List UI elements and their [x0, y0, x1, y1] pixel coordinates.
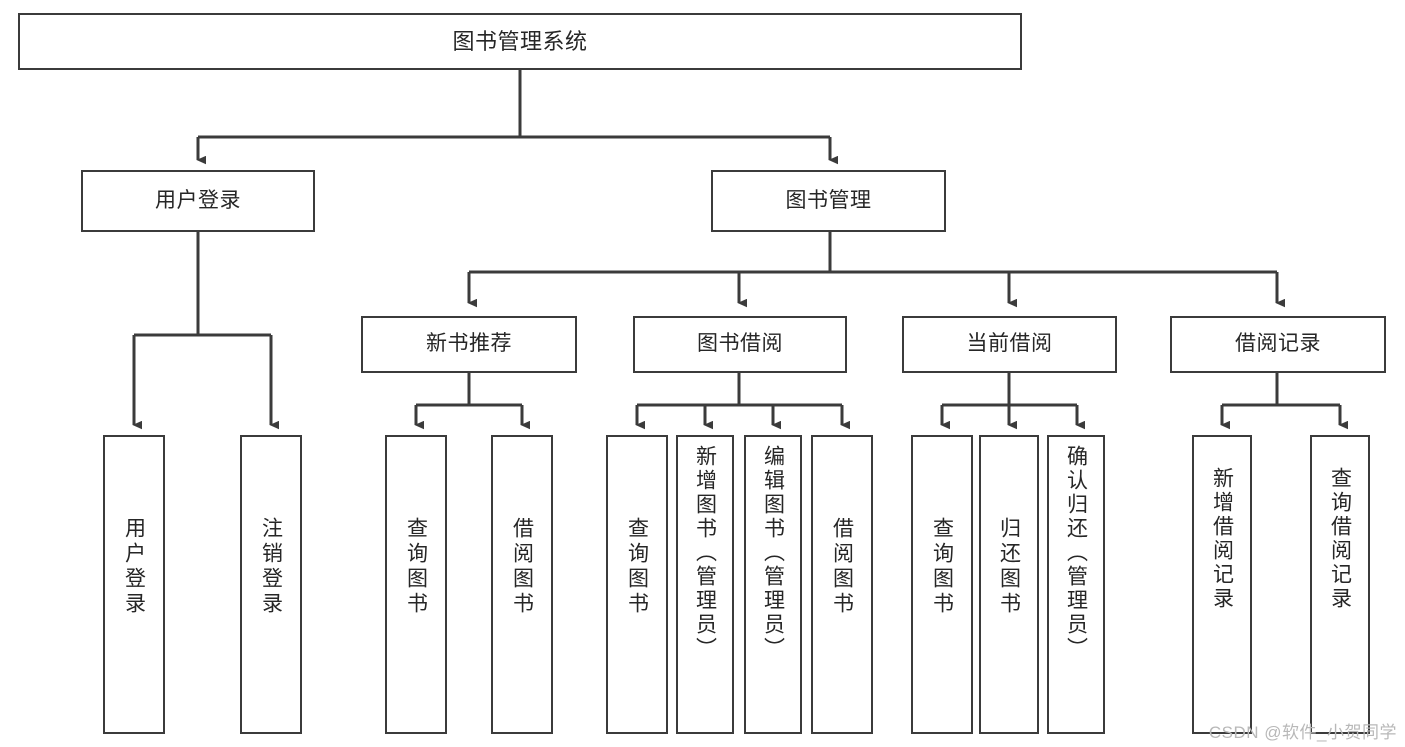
node-root[interactable]: 图书管理系统 [18, 13, 1022, 70]
node-book-borrow-label: 图书借阅 [697, 332, 783, 356]
node-leaf-borrow-book-recommend[interactable]: 借阅图书 [491, 435, 553, 734]
node-leaf-edit-book-label: 编辑图书（管理员） [761, 445, 785, 661]
node-leaf-user-login-label: 用户登录 [122, 517, 146, 617]
node-leaf-query-book-current-label: 查询图书 [930, 517, 954, 617]
node-leaf-query-book-borrow[interactable]: 查询图书 [606, 435, 668, 734]
node-leaf-return-book-label: 归还图书 [997, 517, 1021, 617]
node-leaf-query-book-borrow-label: 查询图书 [625, 517, 649, 617]
node-leaf-confirm-return[interactable]: 确认归还（管理员） [1047, 435, 1105, 734]
node-leaf-query-book-recommend[interactable]: 查询图书 [385, 435, 447, 734]
node-leaf-user-logout-label: 注销登录 [259, 517, 283, 617]
node-leaf-edit-book[interactable]: 编辑图书（管理员） [744, 435, 802, 734]
node-book-borrow[interactable]: 图书借阅 [633, 316, 847, 373]
node-book-management-label: 图书管理 [785, 188, 872, 212]
node-leaf-return-book[interactable]: 归还图书 [979, 435, 1039, 734]
node-leaf-borrow-book-label: 借阅图书 [830, 517, 854, 617]
node-book-management[interactable]: 图书管理 [711, 170, 946, 232]
node-user-login[interactable]: 用户登录 [81, 170, 315, 232]
node-leaf-query-borrow-record-label: 查询借阅记录 [1328, 467, 1352, 611]
node-new-book-recommend-label: 新书推荐 [426, 332, 512, 356]
node-leaf-add-borrow-record[interactable]: 新增借阅记录 [1192, 435, 1252, 734]
node-leaf-add-book-label: 新增图书（管理员） [693, 445, 717, 661]
node-leaf-borrow-book[interactable]: 借阅图书 [811, 435, 873, 734]
node-root-label: 图书管理系统 [452, 28, 588, 54]
node-leaf-user-login[interactable]: 用户登录 [103, 435, 165, 734]
node-leaf-confirm-return-label: 确认归还（管理员） [1064, 445, 1088, 661]
node-borrow-record-label: 借阅记录 [1235, 332, 1321, 356]
node-leaf-add-book[interactable]: 新增图书（管理员） [676, 435, 734, 734]
node-current-borrow[interactable]: 当前借阅 [902, 316, 1117, 373]
node-leaf-query-book-current[interactable]: 查询图书 [911, 435, 973, 734]
node-leaf-borrow-book-recommend-label: 借阅图书 [510, 517, 534, 617]
node-leaf-add-borrow-record-label: 新增借阅记录 [1210, 467, 1234, 611]
node-user-login-label: 用户登录 [155, 188, 241, 212]
node-leaf-query-book-recommend-label: 查询图书 [404, 517, 428, 617]
node-new-book-recommend[interactable]: 新书推荐 [361, 316, 577, 373]
node-leaf-query-borrow-record[interactable]: 查询借阅记录 [1310, 435, 1370, 734]
node-borrow-record[interactable]: 借阅记录 [1170, 316, 1386, 373]
node-current-borrow-label: 当前借阅 [966, 332, 1053, 356]
csdn-watermark: CSDN @软件_小贺同学 [1208, 723, 1397, 742]
node-leaf-user-logout[interactable]: 注销登录 [240, 435, 302, 734]
